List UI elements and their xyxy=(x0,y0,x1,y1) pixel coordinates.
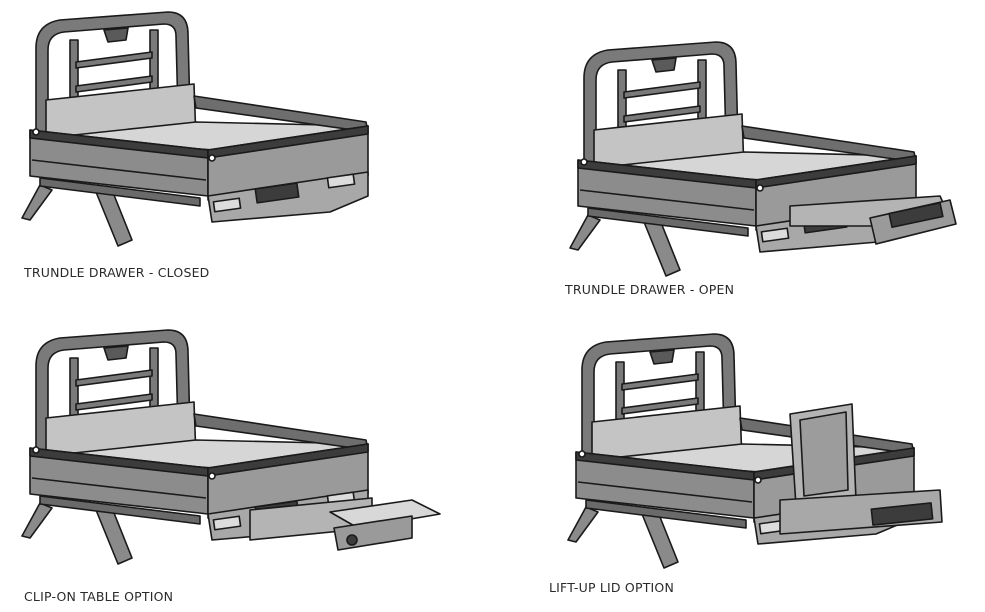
tray-lift-up-lid-drawing xyxy=(567,333,943,569)
caption-trundle-drawer-closed: TRUNDLE DRAWER - CLOSED xyxy=(24,265,210,280)
caption-clip-on-table-option: CLIP-ON TABLE OPTION xyxy=(24,589,174,604)
tray-clip-on-table-drawing xyxy=(21,329,441,565)
caption-lift-up-lid-option: LIFT-UP LID OPTION xyxy=(549,580,675,595)
tray-drawer-closed-drawing xyxy=(21,11,369,247)
tray-drawer-open-drawing xyxy=(569,41,957,277)
caption-trundle-drawer-open: TRUNDLE DRAWER - OPEN xyxy=(565,282,735,297)
